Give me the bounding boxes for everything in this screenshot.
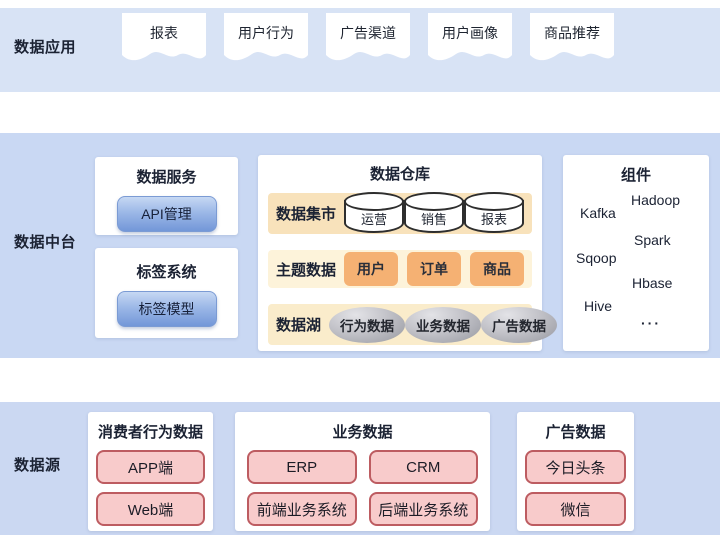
group-title: 组件 — [620, 167, 651, 184]
tag-model-button: 标签模型 — [116, 291, 217, 327]
row-label: 数据湖 — [276, 317, 322, 334]
doc-card-label: 报表 — [150, 25, 178, 41]
group-data-service: 数据服务 API管理 — [95, 157, 238, 235]
doc-card-user-behavior: 用户行为 — [224, 13, 308, 71]
label-data-source: 数据源 — [14, 457, 61, 474]
doc-card-user-profile: 用户画像 — [428, 13, 512, 71]
group-tag-system: 标签系统 标签模型 — [95, 248, 238, 338]
group-data-warehouse: 数据仓库 数据集市 运营 销售 报表 主题数据 用户 订单 商品 数据湖 行为数… — [258, 155, 558, 351]
group-title: 数据服务 — [136, 169, 197, 186]
lake-ellipse: 行为数据 — [329, 306, 406, 343]
database-cylinder-icon: 报表 — [464, 192, 525, 233]
document-shape-icon — [326, 13, 410, 61]
group-consumer-behavior: 消费者行为数据 APP端 Web端 — [88, 412, 213, 531]
group-ad-data: 广告数据 今日头条 微信 — [517, 412, 634, 531]
source-toutiao-button: 今日头条 — [525, 450, 626, 484]
component-hadoop: Hadoop — [631, 192, 681, 208]
lake-ellipse: 业务数据 — [405, 306, 482, 343]
doc-card-label: 用户画像 — [442, 25, 498, 41]
doc-card-label: 广告渠道 — [340, 25, 396, 41]
component-kafka: Kafka — [580, 205, 616, 221]
row-items: 运营 销售 报表 — [336, 192, 525, 233]
component-hive: Hive — [584, 298, 613, 314]
group-title: 业务数据 — [332, 424, 393, 441]
label-data-platform: 数据中台 — [14, 234, 77, 251]
doc-card-label: 商品推荐 — [544, 25, 600, 41]
label-data-application: 数据应用 — [14, 39, 77, 56]
topic-chip: 商品 — [469, 252, 524, 286]
doc-card-product-recommend: 商品推荐 — [530, 13, 614, 71]
api-management-button: API管理 — [116, 196, 217, 232]
cylinder-label: 运营 — [361, 212, 388, 227]
component-sqoop: Sqoop — [576, 250, 617, 266]
warehouse-row-topic-data: 主题数据 用户 订单 商品 — [268, 250, 532, 288]
group-components: 组件 Kafka Hadoop Spark Sqoop Hbase Hive ·… — [563, 155, 709, 351]
topic-chip: 用户 — [344, 252, 399, 286]
application-cards: 报表 用户行为 广告渠道 用户画像 商品推荐 — [122, 13, 614, 71]
group-business-data: 业务数据 ERP CRM 前端业务系统 后端业务系统 — [235, 412, 490, 531]
group-title: 标签系统 — [136, 264, 197, 281]
document-shape-icon — [224, 13, 308, 61]
component-hbase: Hbase — [632, 275, 673, 291]
button-stack: APP端 Web端 — [96, 450, 205, 526]
component-ellipsis: ··· — [641, 315, 661, 331]
cylinder-label: 报表 — [481, 212, 508, 227]
document-shape-icon — [530, 13, 614, 61]
row-items: 用户 订单 商品 — [336, 252, 524, 286]
row-label: 数据集市 — [276, 206, 337, 223]
row-items: 行为数据 业务数据 广告数据 — [321, 306, 558, 343]
lake-ellipse: 广告数据 — [481, 306, 558, 343]
row-label: 主题数据 — [276, 261, 337, 279]
component-spark: Spark — [634, 232, 671, 248]
source-app-button: APP端 — [96, 450, 205, 484]
document-shape-icon — [122, 13, 206, 61]
source-erp-button: ERP — [247, 450, 357, 484]
group-title: 广告数据 — [545, 424, 606, 441]
source-web-button: Web端 — [96, 492, 205, 526]
button-stack: 今日头条 微信 — [525, 450, 626, 526]
warehouse-row-data-mart: 数据集市 运营 销售 报表 — [268, 192, 532, 234]
database-cylinder-icon: 销售 — [404, 192, 465, 233]
source-frontend-system-button: 前端业务系统 — [247, 492, 357, 526]
doc-card-ad-channel: 广告渠道 — [326, 13, 410, 71]
warehouse-row-data-lake: 数据湖 行为数据 业务数据 广告数据 — [268, 304, 558, 345]
document-shape-icon — [428, 13, 512, 61]
source-wechat-button: 微信 — [525, 492, 626, 526]
source-crm-button: CRM — [368, 450, 478, 484]
button-grid: ERP CRM 前端业务系统 后端业务系统 — [247, 450, 478, 526]
doc-card-label: 用户行为 — [238, 25, 294, 41]
source-backend-system-button: 后端业务系统 — [368, 492, 478, 526]
group-title: 消费者行为数据 — [97, 424, 203, 441]
database-cylinder-icon: 运营 — [344, 192, 405, 233]
cylinder-label: 销售 — [421, 212, 448, 227]
group-title: 数据仓库 — [369, 166, 430, 183]
topic-chip: 订单 — [407, 252, 461, 286]
doc-card-report: 报表 — [122, 13, 206, 71]
